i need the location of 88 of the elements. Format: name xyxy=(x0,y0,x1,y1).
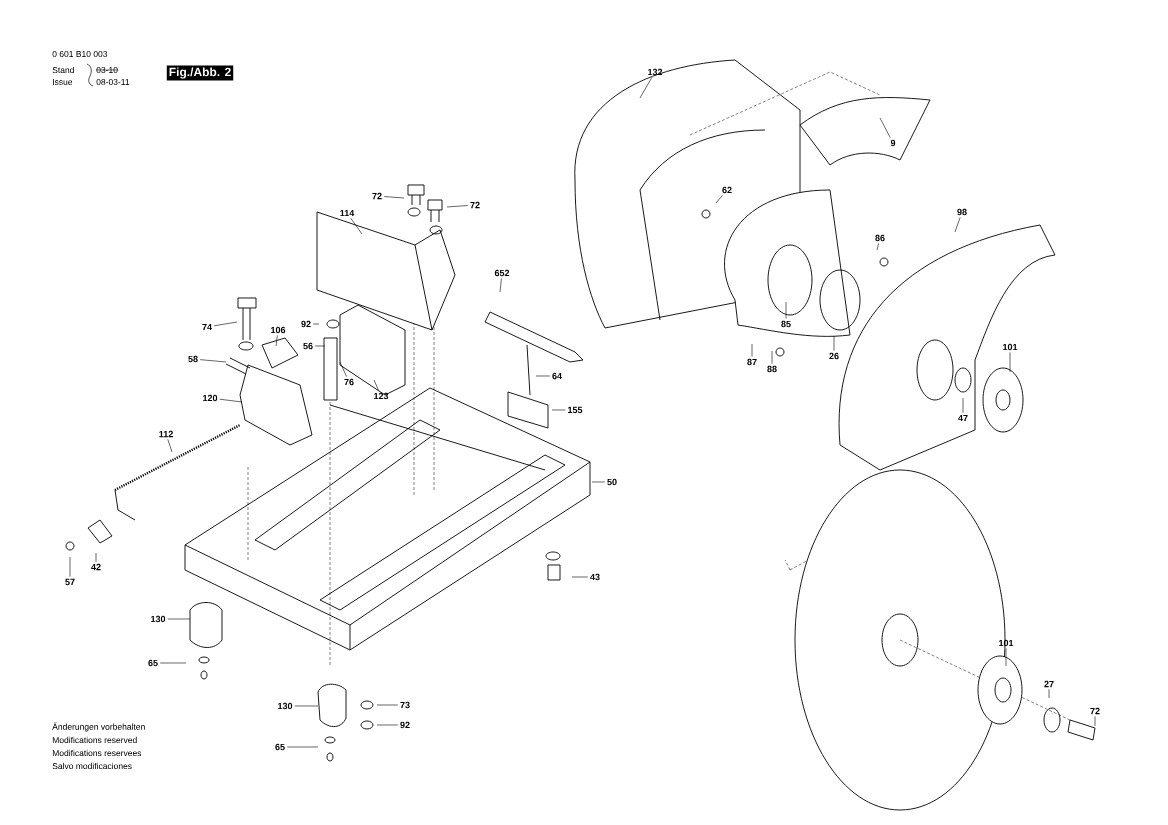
callout-number: 65 xyxy=(275,743,285,751)
note-text: Änderungen vorbehalten xyxy=(52,722,145,732)
callout-number: 112 xyxy=(159,430,173,438)
leader-line xyxy=(213,321,238,327)
callout-number: 130 xyxy=(151,615,166,623)
leader-line xyxy=(446,205,469,208)
leader-line xyxy=(350,218,363,235)
leader-line xyxy=(715,195,723,204)
callout-number: 74 xyxy=(202,323,212,331)
callout-number: 87 xyxy=(747,358,757,366)
callout-number: 57 xyxy=(65,578,75,586)
callout-number: 120 xyxy=(203,394,218,402)
leader-line xyxy=(199,359,227,363)
leader-line xyxy=(571,576,589,578)
leader-line xyxy=(339,361,347,377)
leader-line xyxy=(219,398,243,403)
callout-number: 65 xyxy=(148,659,158,667)
callout-number: 101 xyxy=(1003,343,1018,351)
callout-number: 106 xyxy=(271,326,286,334)
callout-number: 73 xyxy=(400,701,410,709)
leader-line xyxy=(286,746,319,748)
callout-number: 56 xyxy=(303,342,313,350)
leader-line xyxy=(159,662,187,664)
stand-label: Stand xyxy=(52,66,74,74)
callout-number: 26 xyxy=(829,352,839,360)
leader-line xyxy=(373,379,379,391)
callout-number: 155 xyxy=(568,406,583,414)
leader-line xyxy=(1009,352,1011,373)
callout-number: 130 xyxy=(278,702,293,710)
leader-line xyxy=(1094,716,1096,727)
note-text: Salvo modificaciones xyxy=(52,762,132,770)
callout-number: 27 xyxy=(1044,680,1054,688)
leader-line xyxy=(69,556,71,577)
callout-number: 85 xyxy=(781,320,791,328)
callout-number: 72 xyxy=(372,192,382,200)
callout-number: 114 xyxy=(340,209,355,217)
callout-number: 72 xyxy=(470,201,480,209)
callout-number: 50 xyxy=(607,478,617,486)
leader-line xyxy=(376,704,399,706)
leader-line xyxy=(1005,648,1007,667)
callout-number: 62 xyxy=(722,186,732,194)
struck-date: 03-10 xyxy=(95,67,119,73)
leader-line xyxy=(294,705,319,707)
leader-line xyxy=(879,117,891,138)
callout-number: 86 xyxy=(875,234,885,242)
leader-line xyxy=(954,217,961,233)
leader-line xyxy=(551,409,566,411)
callout-number: 76 xyxy=(344,378,354,386)
callout-number: 101 xyxy=(999,639,1014,647)
callout-number: 43 xyxy=(590,573,600,581)
callout-number: 72 xyxy=(1090,707,1100,715)
callout-number: 92 xyxy=(301,320,311,328)
leader-line xyxy=(771,350,773,364)
callout-number: 9 xyxy=(890,139,896,147)
callout-number: 652 xyxy=(494,269,510,277)
leader-line xyxy=(1048,689,1050,699)
issue-date: 08-03-11 xyxy=(96,79,130,85)
leader-line xyxy=(383,196,405,199)
callout-number: 123 xyxy=(374,392,389,400)
issue-label: Issue xyxy=(53,79,73,85)
leader-line xyxy=(167,618,191,620)
leader-line xyxy=(876,243,879,251)
leader-line xyxy=(314,345,326,347)
callout-number: 47 xyxy=(958,414,968,422)
leader-line xyxy=(95,552,97,562)
leader-line xyxy=(751,343,753,357)
leader-line xyxy=(499,278,502,293)
leader-line xyxy=(376,724,399,726)
leader-line xyxy=(535,375,551,377)
figure-tag: Fig./Abb. 2 xyxy=(166,65,234,81)
leader-line xyxy=(312,323,320,325)
callout-number: 58 xyxy=(188,355,198,363)
leader-line xyxy=(275,335,278,347)
part-number: 0 601 B10 003 xyxy=(52,51,108,57)
callout-number: 92 xyxy=(400,721,410,729)
leader-line xyxy=(591,481,606,483)
leader-line xyxy=(785,301,787,319)
callout-number: 42 xyxy=(91,563,101,571)
leader-line xyxy=(167,439,173,453)
callout-number: 132 xyxy=(648,68,663,76)
leader-line xyxy=(639,77,653,99)
note-text: Modifications reservees xyxy=(52,749,142,757)
leader-line xyxy=(833,335,835,351)
note-text: Modifications reserved xyxy=(52,736,137,744)
callout-number: 64 xyxy=(552,372,562,380)
callout-number: 88 xyxy=(767,365,777,373)
leader-line xyxy=(962,397,964,413)
callout-number: 98 xyxy=(957,208,967,216)
